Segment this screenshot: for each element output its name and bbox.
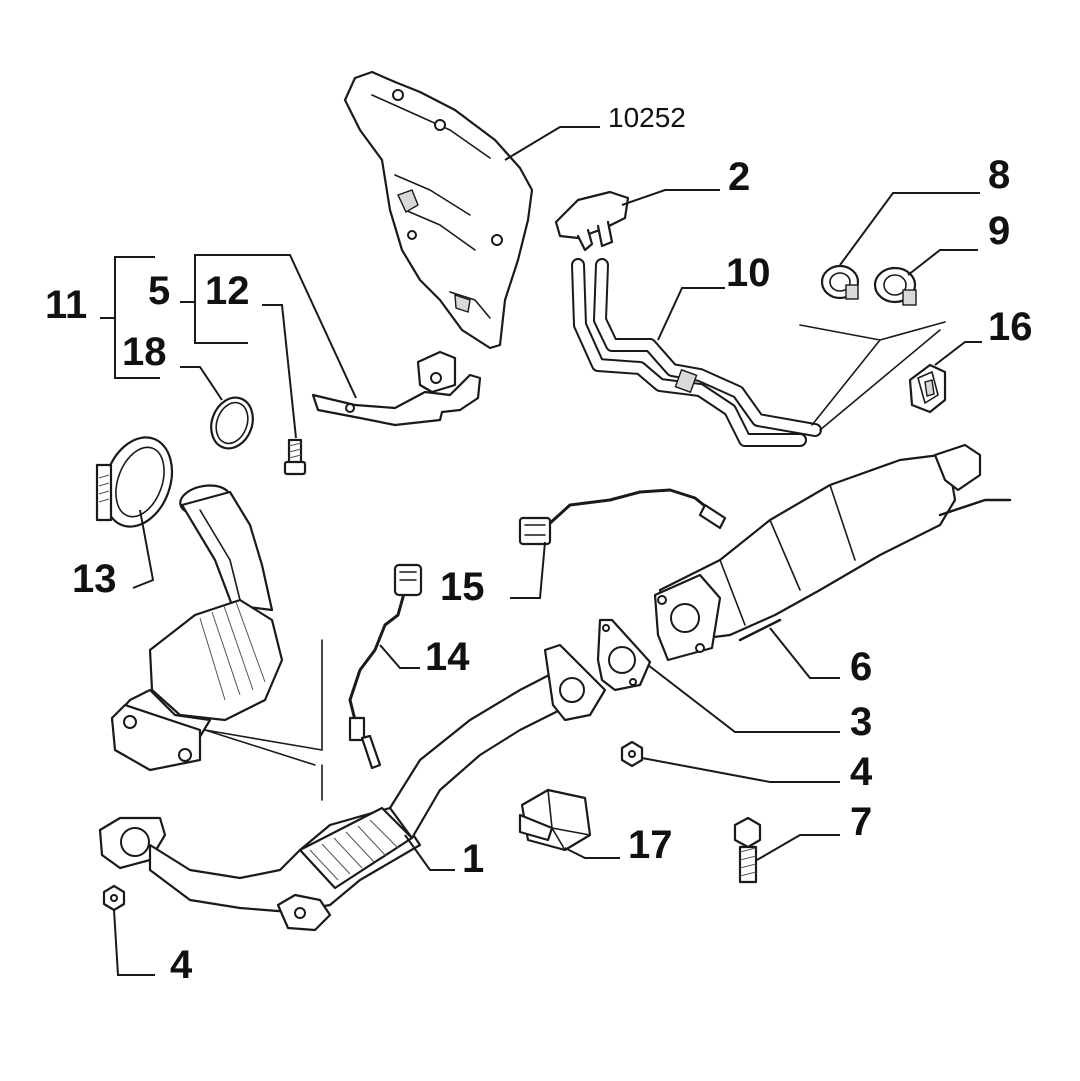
leader-2 (621, 189, 720, 206)
callout-8: 8 (988, 153, 1010, 197)
lambda-sensor-14-part (348, 563, 423, 770)
pressure-sensor-part (554, 190, 630, 252)
callout-3: 3 (850, 700, 872, 744)
callout-14: 14 (425, 635, 470, 679)
heat-shield-part (343, 70, 534, 350)
hose-clamp-9-part (873, 266, 917, 306)
assembly-reference-lines (204, 639, 323, 801)
clamp-reference-lines (799, 321, 946, 431)
nut-4-upper-part (620, 740, 644, 768)
leader-7 (756, 834, 840, 861)
leader-10 (657, 287, 725, 341)
leader-13 (132, 509, 155, 589)
leader-14 (379, 644, 420, 669)
callout-9: 9 (988, 209, 1010, 253)
callout-1: 1 (462, 837, 484, 881)
callout-11: 11 (45, 283, 87, 327)
callout-15: 15 (440, 565, 485, 609)
bracket-5 (194, 254, 357, 399)
particulate-filter-6-part (653, 443, 1012, 662)
leader-1 (404, 834, 455, 871)
bolt-12-part (283, 438, 307, 476)
support-block-17-part (518, 788, 592, 852)
reference-label-10252: 10252 (608, 102, 686, 133)
leader-3 (647, 664, 840, 733)
callout-6: 6 (850, 645, 872, 689)
leader-4-lower (113, 909, 155, 976)
catalytic-converter-part (110, 484, 284, 772)
callout-2: 2 (728, 155, 750, 199)
leader-10252 (504, 126, 600, 161)
temperature-sensor-15-part (518, 488, 727, 546)
leader-4-upper (641, 757, 840, 783)
support-bracket-part (311, 350, 482, 427)
leader-16 (934, 341, 982, 366)
hose-clamp-8-part (820, 264, 860, 300)
callout-5: 5 (148, 269, 170, 313)
callout-4-lower: 4 (170, 943, 193, 987)
sensor-hose-part (571, 258, 822, 447)
leader-12 (262, 304, 297, 439)
leader-9 (907, 249, 978, 276)
callout-13: 13 (72, 557, 117, 601)
rubber-mount-part (908, 363, 947, 414)
callout-18: 18 (122, 330, 167, 374)
callout-16: 16 (988, 305, 1033, 349)
callout-4-upper: 4 (850, 750, 873, 794)
v-band-clamp-part (95, 436, 174, 528)
front-exhaust-pipe-1-part (98, 643, 607, 932)
leader-8 (839, 192, 980, 266)
leader-18 (180, 366, 223, 401)
leader-6 (769, 627, 840, 679)
callout-7: 7 (850, 800, 872, 844)
callout-12: 12 (205, 269, 250, 313)
flange-gasket-3-part (596, 618, 652, 692)
leader-17 (564, 847, 620, 859)
nut-4-lower-part (102, 884, 126, 912)
gasket-ring-18-part (210, 396, 254, 450)
callout-17: 17 (628, 823, 673, 867)
bolt-7-part (733, 816, 762, 884)
leader-15 (510, 541, 546, 599)
callout-10: 10 (726, 251, 771, 295)
